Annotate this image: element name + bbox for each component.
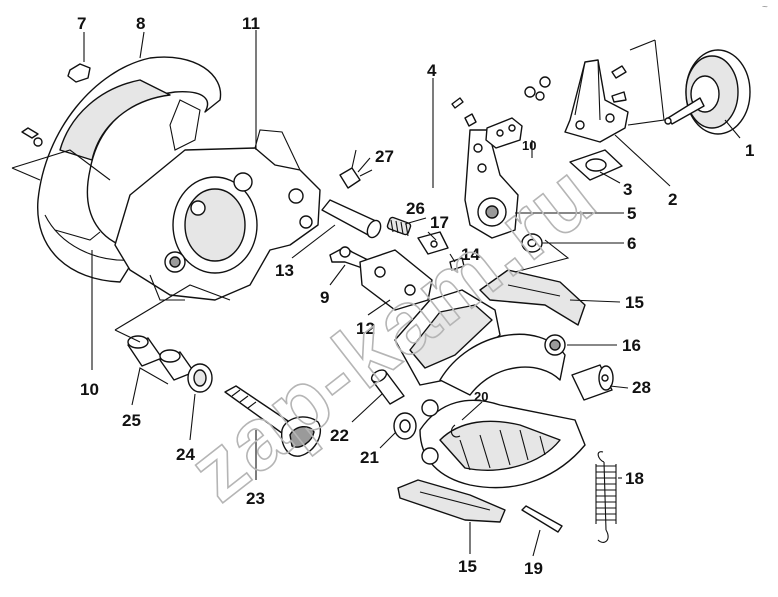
callout-23: 23 xyxy=(246,489,265,508)
callout-26: 26 xyxy=(406,199,425,218)
return-spring-part xyxy=(595,451,617,543)
clevis-part xyxy=(451,97,523,149)
chamber-bracket-part xyxy=(564,59,629,143)
callout-20: 20 xyxy=(474,389,488,404)
lever-bracket-part xyxy=(359,249,433,311)
brake-chamber-part xyxy=(664,49,751,135)
camshaft-part xyxy=(224,385,322,457)
callout-11: 11 xyxy=(242,14,260,33)
callout-17: 17 xyxy=(430,213,449,232)
dust-shield-part xyxy=(37,56,222,283)
callout-18: 18 xyxy=(625,469,644,488)
callout-27: 27 xyxy=(375,147,394,166)
slack-adjuster-part xyxy=(464,129,519,239)
callout-labels: 7 8 11 4 1 2 3 5 6 10 27 26 17 14 13 9 1… xyxy=(77,14,754,578)
callout-2: 2 xyxy=(668,190,677,209)
corner-mark: ~ xyxy=(762,2,768,13)
callout-28: 28 xyxy=(632,378,651,397)
cam-bushings-part xyxy=(127,335,195,381)
grease-fitting-part xyxy=(339,149,373,189)
callout-15-lower: 15 xyxy=(458,557,477,576)
nut-part xyxy=(67,63,91,83)
callout-4: 4 xyxy=(427,61,437,80)
callout-13: 13 xyxy=(275,261,294,280)
roller-pin-part xyxy=(370,369,405,405)
callout-8: 8 xyxy=(136,14,145,33)
spring-part xyxy=(386,216,412,237)
seal-ring-part xyxy=(187,363,213,393)
callout-10-right: 10 xyxy=(522,138,536,153)
washer-part xyxy=(521,233,543,253)
callout-12: 12 xyxy=(356,319,375,338)
callout-19: 19 xyxy=(524,559,543,578)
retainer-clip-part xyxy=(450,424,461,438)
callout-10-left: 10 xyxy=(80,380,99,399)
brake-shoe-assembly-part xyxy=(394,289,586,489)
callout-15-upper: 15 xyxy=(625,293,644,312)
callout-16: 16 xyxy=(622,336,641,355)
callout-24: 24 xyxy=(176,445,195,464)
bracket-nuts-part xyxy=(524,65,627,103)
alignment-lines xyxy=(11,39,665,343)
anchor-pin-part xyxy=(521,505,563,533)
callout-7: 7 xyxy=(77,14,86,33)
bushing-part xyxy=(571,364,614,401)
callout-6: 6 xyxy=(627,234,636,253)
roller-part xyxy=(393,412,417,440)
gasket-part xyxy=(569,149,623,181)
callout-25: 25 xyxy=(122,411,141,430)
screw-part xyxy=(449,257,465,271)
callout-9: 9 xyxy=(320,288,329,307)
brake-carrier-part xyxy=(114,129,321,301)
brake-lining-lower-part xyxy=(397,479,506,523)
leader-lines xyxy=(83,30,741,557)
pin-part xyxy=(321,199,382,239)
bolt-part xyxy=(21,127,43,147)
callout-3: 3 xyxy=(623,180,632,199)
clip-part xyxy=(417,231,449,255)
callout-1: 1 xyxy=(745,141,754,160)
callout-14: 14 xyxy=(461,245,480,264)
callout-22: 22 xyxy=(330,426,349,445)
callout-21: 21 xyxy=(360,448,379,467)
callout-5: 5 xyxy=(627,204,636,223)
